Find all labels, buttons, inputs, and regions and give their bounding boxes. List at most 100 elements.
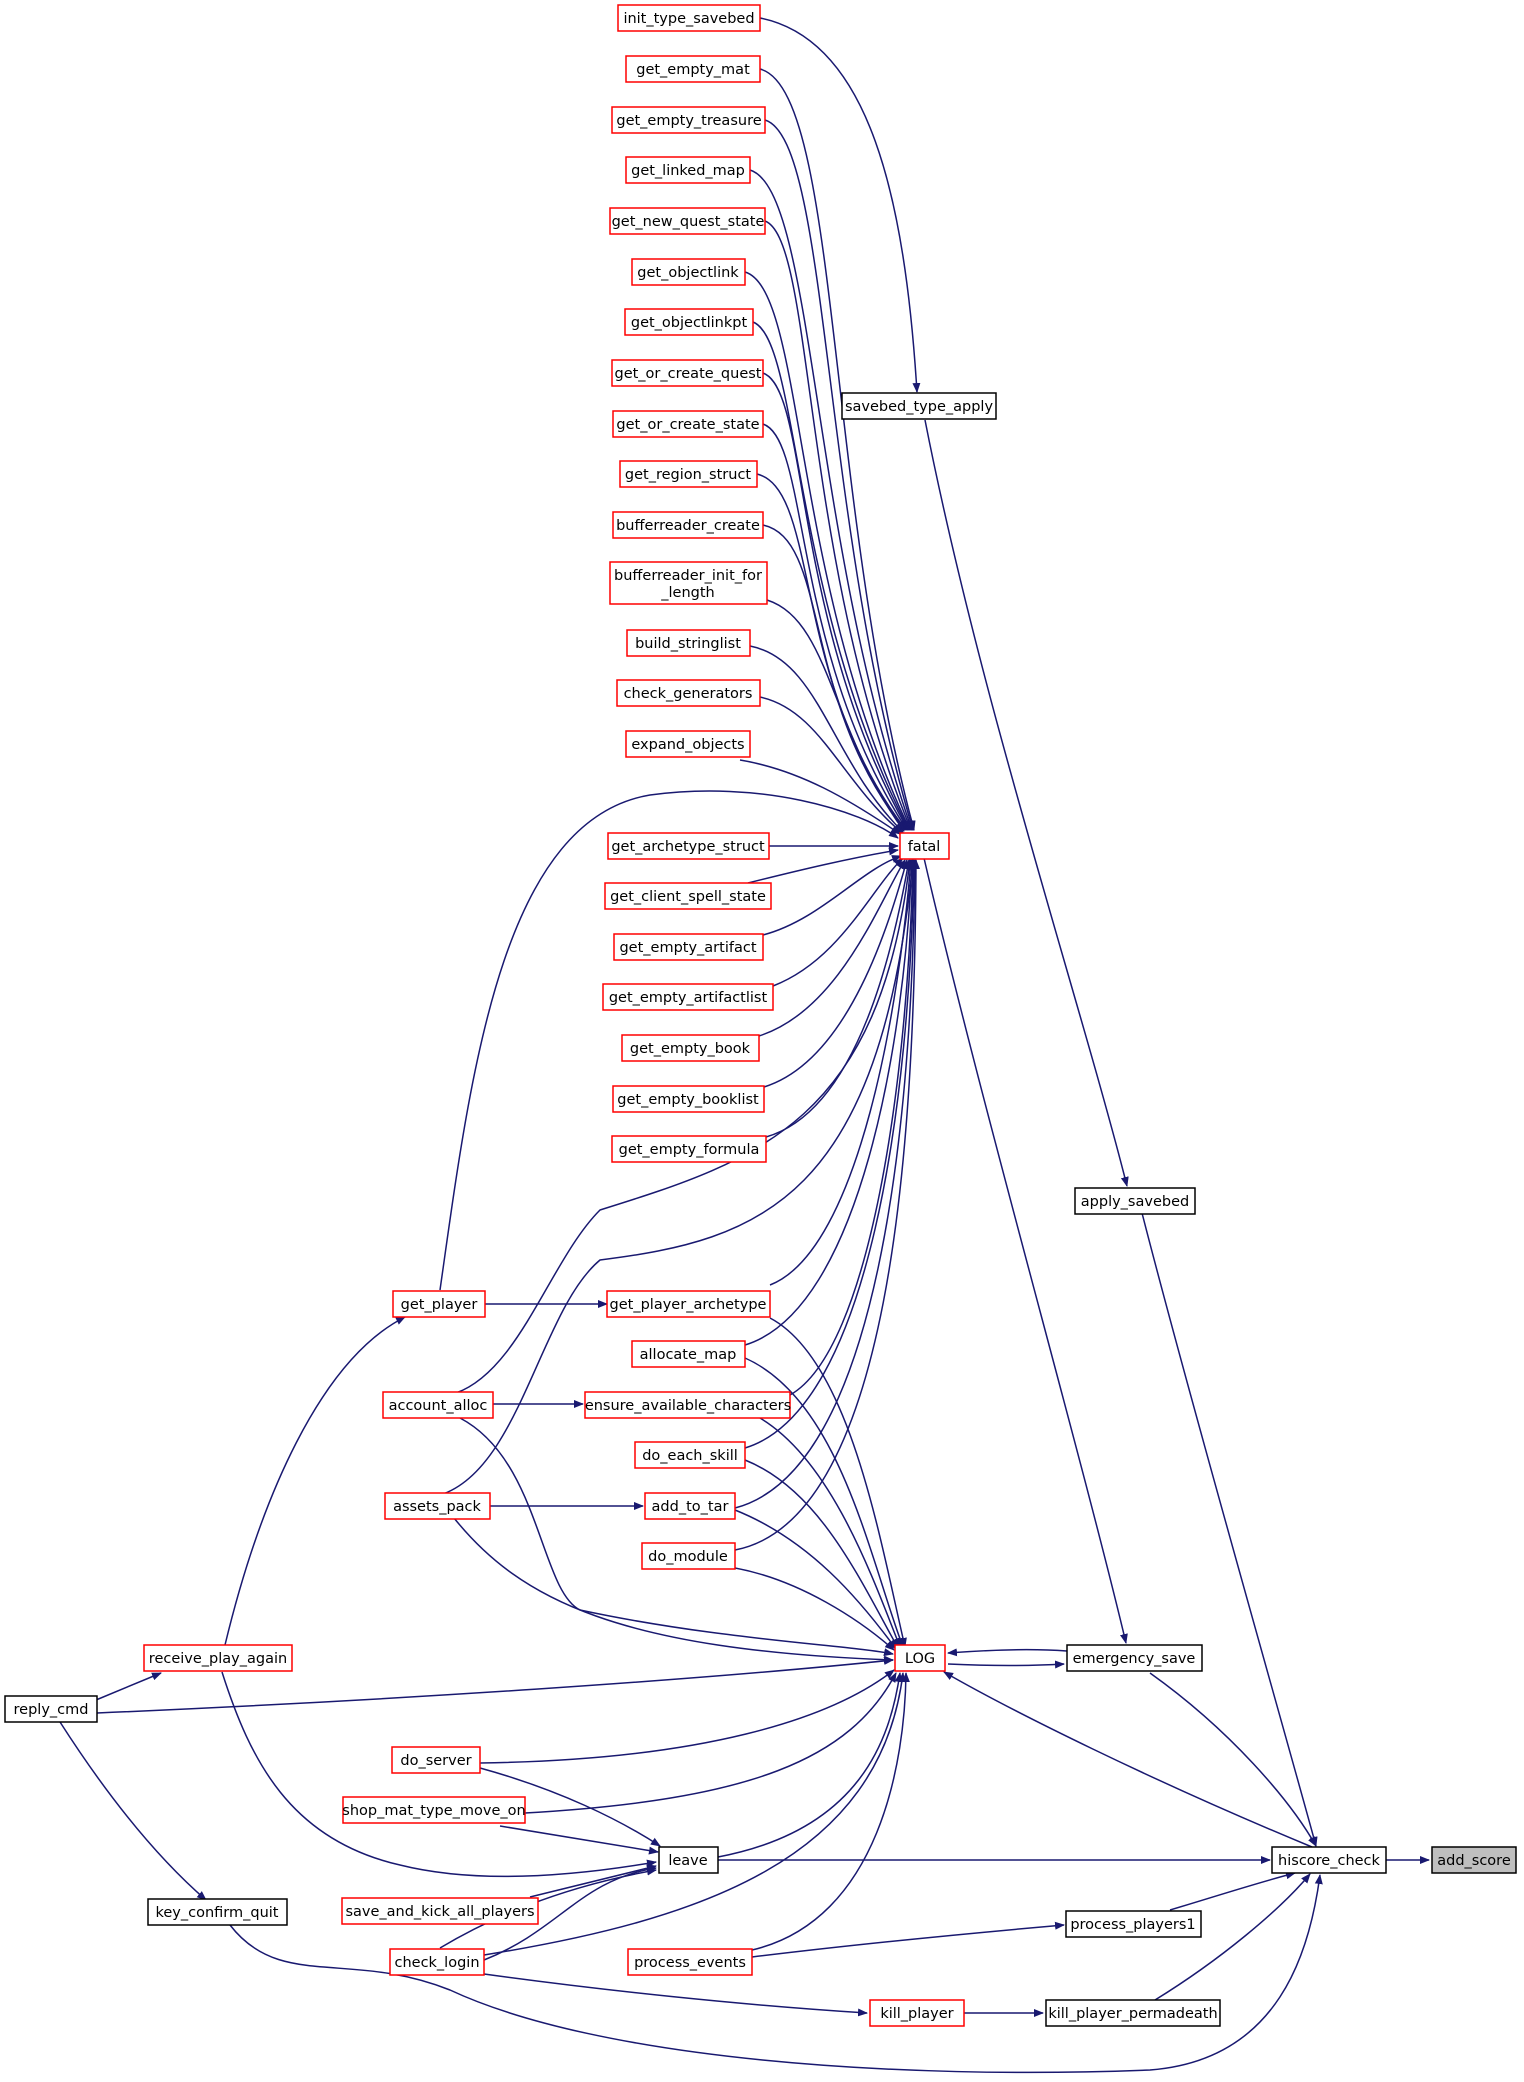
node-label: init_type_savebed: [623, 11, 754, 27]
edge-fatal-to-emergency_save: [923, 857, 1128, 1644]
node-LOG[interactable]: LOG: [894, 1644, 946, 1672]
edge-bufferreader_create-to-fatal: [762, 524, 906, 831]
node-label: fatal: [908, 839, 941, 855]
node-bufferreader_init_for_length[interactable]: bufferreader_init_for_length: [609, 561, 768, 605]
edge-get_client_spell_state-to-fatal: [747, 847, 899, 884]
node-label: get_objectlink: [637, 265, 739, 281]
node-reply_cmd[interactable]: reply_cmd: [4, 1695, 98, 1723]
edge-do_each_skill-to-fatal: [744, 859, 918, 1449]
node-init_type_savebed[interactable]: init_type_savebed: [617, 4, 761, 32]
edge-init_type_savebed-to-savebed_type_apply: [759, 17, 921, 393]
node-get_empty_artifactlist[interactable]: get_empty_artifactlist: [602, 983, 774, 1011]
node-shop_mat_type_move_on[interactable]: shop_mat_type_move_on: [342, 1796, 526, 1824]
edge-apply_savebed-to-hiscore_check: [1141, 1212, 1318, 1847]
node-ensure_available_characters[interactable]: ensure_available_characters: [584, 1391, 791, 1419]
edge-get_empty_booklist-to-fatal: [763, 859, 909, 1088]
edge-assets_pack-to-LOG: [453, 1517, 894, 1664]
edge-reply_cmd-to-LOG: [96, 1656, 894, 1714]
edge-add_to_tar-to-LOG: [734, 1509, 897, 1650]
node-get_objectlink[interactable]: get_objectlink: [631, 258, 746, 286]
node-savebed_type_apply[interactable]: savebed_type_apply: [841, 392, 997, 420]
edge-get_empty_formula-to-fatal: [765, 859, 912, 1138]
node-get_client_spell_state[interactable]: get_client_spell_state: [604, 882, 772, 910]
edge-do_module-to-fatal: [734, 859, 920, 1551]
node-emergency_save[interactable]: emergency_save: [1066, 1644, 1203, 1672]
node-label: process_players1: [1070, 1917, 1195, 1933]
node-label: get_player_archetype: [610, 1297, 767, 1313]
node-label: leave: [668, 1853, 707, 1869]
node-check_login[interactable]: check_login: [389, 1948, 485, 1976]
node-get_archetype_struct[interactable]: get_archetype_struct: [607, 832, 770, 860]
edge-key_confirm_quit-to-hiscore_check: [229, 1874, 1323, 2074]
node-bufferreader_create[interactable]: bufferreader_create: [612, 511, 764, 539]
node-assets_pack[interactable]: assets_pack: [384, 1492, 491, 1520]
edge-kill_player_permadeath-to-hiscore_check: [1154, 1873, 1311, 2001]
node-label: add_score: [1437, 1853, 1511, 1869]
node-get_linked_map[interactable]: get_linked_map: [625, 156, 751, 184]
node-label: account_alloc: [389, 1398, 488, 1414]
node-get_objectlinkpt[interactable]: get_objectlinkpt: [624, 308, 754, 336]
node-build_stringlist[interactable]: build_stringlist: [626, 629, 751, 657]
edge-get_or_create_quest-to-fatal: [762, 372, 909, 831]
node-get_empty_formula[interactable]: get_empty_formula: [611, 1135, 767, 1163]
node-allocate_map[interactable]: allocate_map: [631, 1340, 746, 1368]
node-account_alloc[interactable]: account_alloc: [382, 1391, 494, 1419]
node-label: expand_objects: [631, 737, 744, 753]
node-hiscore_check[interactable]: hiscore_check: [1271, 1846, 1387, 1874]
node-label: do_server: [400, 1753, 471, 1769]
edge-build_stringlist-to-fatal: [749, 645, 904, 833]
node-label: ensure_available_characters: [585, 1398, 791, 1414]
node-receive_play_again[interactable]: receive_play_again: [143, 1644, 293, 1672]
node-get_empty_mat[interactable]: get_empty_mat: [625, 55, 761, 83]
edge-shop_mat_type_move_on-to-leave: [499, 1825, 659, 1855]
node-label: do_module: [648, 1549, 728, 1565]
edge-get_empty_treasure-to-fatal: [764, 119, 915, 831]
node-get_empty_booklist[interactable]: get_empty_booklist: [612, 1085, 765, 1113]
node-process_events[interactable]: process_events: [627, 1948, 753, 1976]
node-get_region_struct[interactable]: get_region_struct: [619, 460, 758, 488]
edge-get_empty_artifactlist-to-fatal: [772, 857, 904, 987]
edge-save_and_kick_all_players-to-leave: [529, 1864, 657, 1898]
node-save_and_kick_all_players[interactable]: save_and_kick_all_players: [341, 1897, 539, 1925]
node-fatal[interactable]: fatal: [899, 832, 950, 860]
node-label: _length: [660, 585, 714, 601]
node-do_each_skill[interactable]: do_each_skill: [634, 1441, 746, 1469]
node-label: get_empty_book: [630, 1041, 751, 1057]
edge-reply_cmd-to-receive_play_again: [95, 1672, 162, 1701]
edge-check_login-to-kill_player: [483, 1973, 868, 2017]
node-get_new_quest_state[interactable]: get_new_quest_state: [609, 207, 766, 235]
node-leave[interactable]: leave: [658, 1846, 719, 1874]
edge-add_to_tar-to-fatal: [734, 859, 919, 1509]
node-kill_player[interactable]: kill_player: [869, 1999, 965, 2027]
edge-ensure_available_characters-to-fatal: [789, 859, 917, 1396]
edge-get_objectlinkpt-to-fatal: [752, 321, 910, 831]
node-label: get_linked_map: [631, 163, 745, 179]
node-label: apply_savebed: [1081, 1194, 1189, 1210]
node-do_module[interactable]: do_module: [641, 1542, 736, 1570]
node-add_score[interactable]: add_score: [1431, 1846, 1517, 1874]
node-label: add_to_tar: [652, 1499, 729, 1515]
node-key_confirm_quit[interactable]: key_confirm_quit: [147, 1898, 288, 1926]
node-label: check_generators: [624, 686, 753, 702]
node-apply_savebed[interactable]: apply_savebed: [1074, 1187, 1196, 1215]
node-expand_objects[interactable]: expand_objects: [625, 730, 751, 758]
node-get_empty_treasure[interactable]: get_empty_treasure: [611, 106, 766, 134]
edge-get_empty_book-to-fatal: [758, 859, 906, 1037]
node-get_empty_artifact[interactable]: get_empty_artifact: [613, 933, 764, 961]
node-get_or_create_state[interactable]: get_or_create_state: [612, 410, 764, 438]
node-label: key_confirm_quit: [156, 1905, 279, 1921]
node-check_generators[interactable]: check_generators: [616, 679, 761, 707]
node-label: do_each_skill: [642, 1448, 738, 1464]
node-label: build_stringlist: [635, 636, 741, 652]
node-get_empty_book[interactable]: get_empty_book: [621, 1034, 760, 1062]
node-kill_player_permadeath[interactable]: kill_player_permadeath: [1045, 1999, 1221, 2027]
node-do_server[interactable]: do_server: [391, 1746, 481, 1774]
node-label: get_objectlinkpt: [631, 315, 748, 331]
node-get_player[interactable]: get_player: [392, 1290, 486, 1318]
node-process_players1[interactable]: process_players1: [1065, 1910, 1202, 1938]
node-label: assets_pack: [393, 1499, 481, 1515]
node-add_to_tar[interactable]: add_to_tar: [644, 1492, 736, 1520]
node-get_player_archetype[interactable]: get_player_archetype: [606, 1290, 771, 1318]
node-get_or_create_quest[interactable]: get_or_create_quest: [611, 359, 764, 387]
node-label: get_empty_booklist: [617, 1092, 759, 1108]
